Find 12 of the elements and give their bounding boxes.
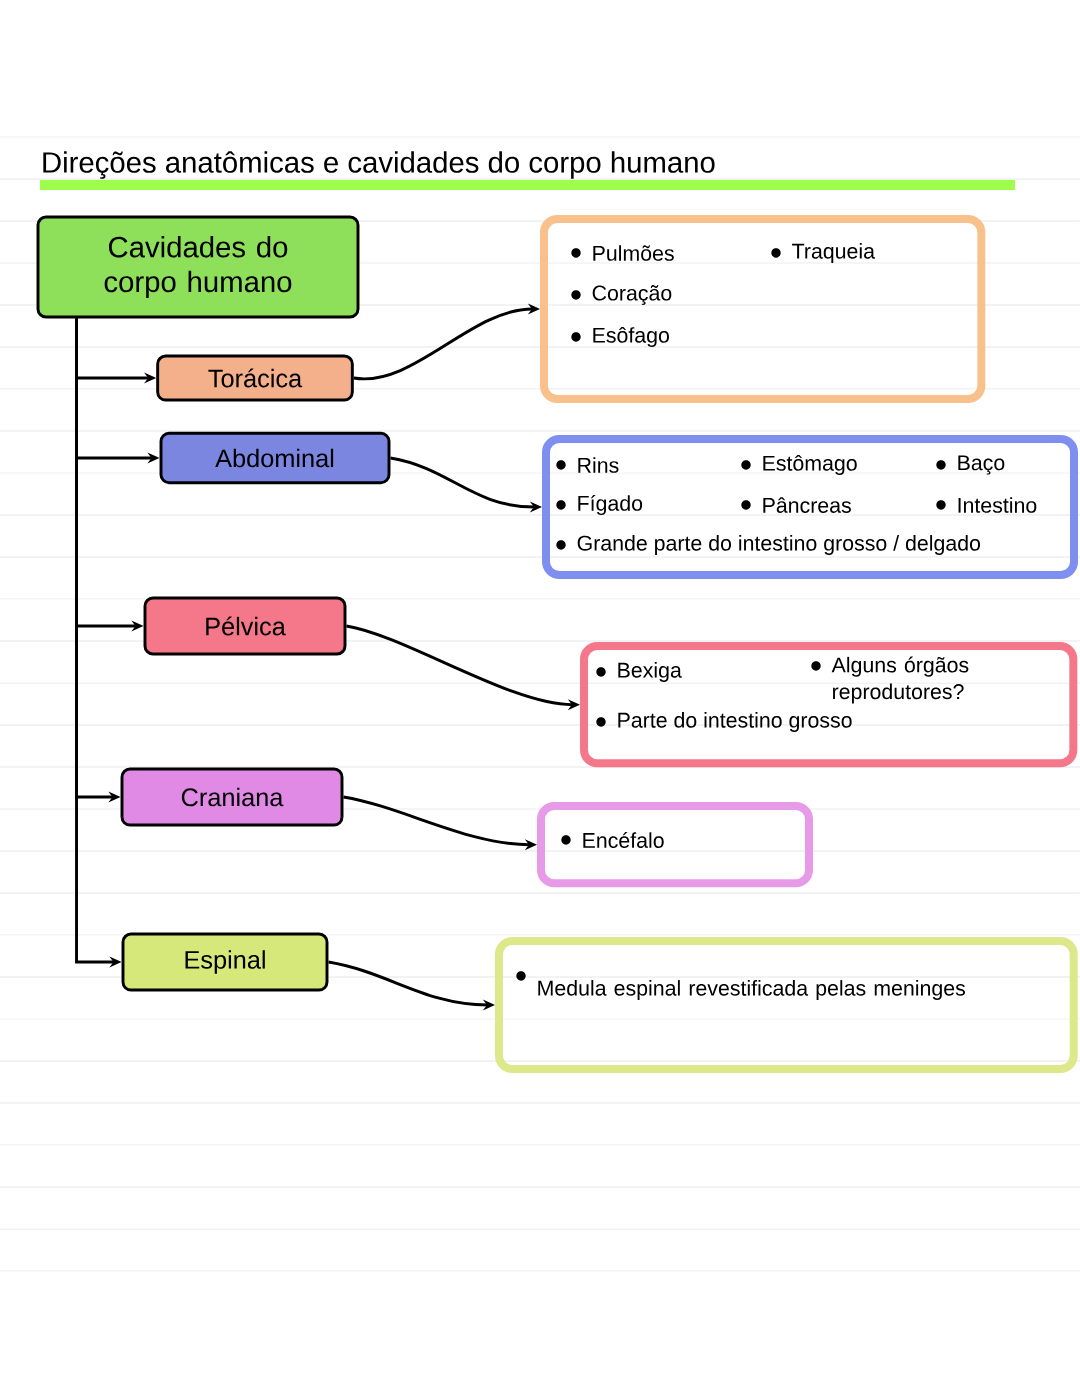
category-box: Pélvica [143,596,347,656]
category-box: Abdominal [159,431,391,485]
category-box: Espinal [121,932,329,992]
content-box: Medula espinal revestificada pelas meninges [495,937,1078,1073]
category-box: Craniana [120,767,344,827]
category-box: Torácica [156,354,354,402]
category-box: Cavidades do corpo humano [36,215,360,319]
title: Direções anatômicas e cavidades do corpo humano [40,151,1015,190]
content-box: Pulmões Coração Esôfago Traqueia [540,215,986,403]
content-box: Rins Estômago Baço Fígado Pâncreas Intestino Grande parte do intestino grosso / delgado [542,435,1078,579]
content-box: Bexiga Alguns órgãos reprodutores? Parte do intestino grosso [580,642,1078,768]
content-box: Encéfalo [537,802,813,888]
